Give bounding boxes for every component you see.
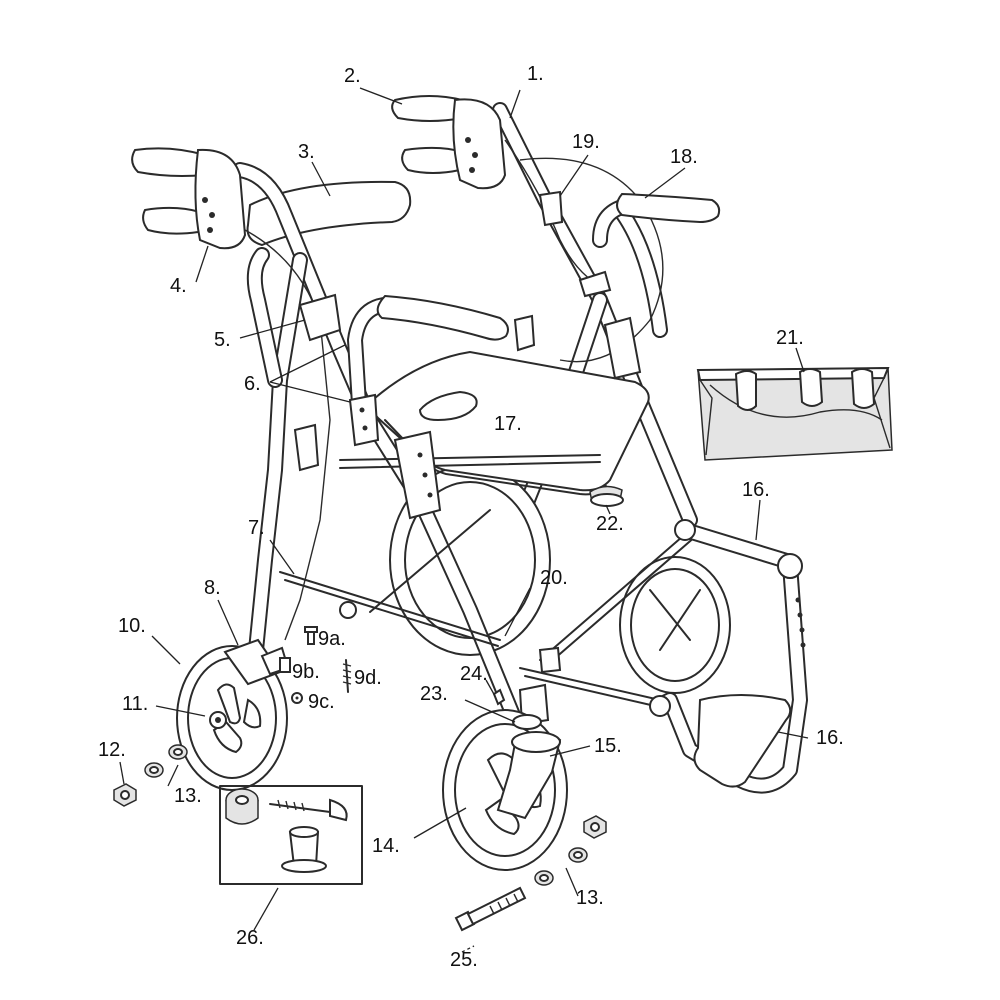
caster-fork [496,714,562,820]
cross-bars [279,454,697,707]
label-1: 1. [527,63,544,85]
rear-right-wheel [619,556,731,694]
label-2: 2. [344,65,361,87]
label-20: 20. [540,567,568,589]
label-18: 18. [670,146,698,168]
label-6: 6. [244,373,261,395]
label-15: 15. [594,735,622,757]
label-16-bottom: 16. [816,727,844,749]
part-9a [304,626,318,645]
label-13-left: 13. [174,785,202,807]
label-11: 11. [122,693,148,715]
frame-brackets [293,190,642,726]
leader-lines [119,87,809,953]
right-handle-grip [391,95,507,190]
label-19: 19. [572,131,600,153]
nuts-left [113,744,188,807]
label-17: 17. [494,413,522,435]
label-9a: 9a. [318,628,346,650]
label-13-right: 13. [576,887,604,909]
label-5: 5. [214,329,231,351]
label-26: 26. [236,927,264,949]
part-9d [342,659,352,693]
label-24: 24. [460,663,488,685]
part-9b [279,657,291,673]
label-9d: 9d. [354,667,382,689]
left-frame [232,162,523,728]
nuts-right [534,815,607,886]
label-12: 12. [98,739,126,761]
left-armrest-pad [376,294,509,341]
label-10: 10. [118,615,146,637]
label-9b: 9b. [292,661,320,683]
label-4: 4. [170,275,187,297]
part-9c [291,692,303,704]
part-labels: 1. 2. 3. 4. 5. 6. 7. 8. 9a. 9b. 9c. 9d. … [98,63,844,971]
label-8: 8. [204,577,221,599]
left-handle-grip [131,147,247,250]
part-22 [589,485,624,507]
label-16-top: 16. [742,479,770,501]
storage-bag [696,366,893,461]
label-3: 3. [298,141,315,163]
label-14: 14. [372,835,400,857]
part-24 [492,688,506,706]
kit-box-26 [219,785,363,885]
label-23: 23. [420,683,448,705]
label-25: 25. [450,949,478,971]
label-9c: 9c. [308,691,335,713]
label-7: 7. [248,517,265,539]
bolt-25 [454,886,527,932]
label-22: 22. [596,513,624,535]
label-21: 21. [776,327,804,349]
left-front-wheel [176,645,288,791]
footrest-assembly [649,519,808,794]
right-armrest [592,192,721,248]
